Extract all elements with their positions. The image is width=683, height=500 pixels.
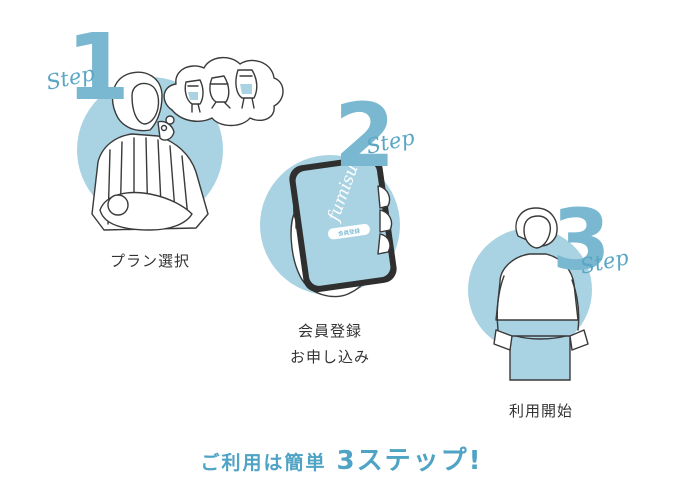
step2-number: 2 [334,84,396,187]
headline-emphasis: 3ステップ! [336,446,483,476]
headline-text: ご利用は簡単 [200,452,327,474]
thought-bubble [160,57,284,132]
step2-label: 会員登録 お申し込み [270,318,390,370]
phone-register-button [328,223,370,240]
headline: ご利用は簡単 3ステップ! [0,440,683,477]
woman-holding-baby-figure [91,71,209,231]
phone-register-button-label: 会員登録 [338,227,361,238]
step3-number: 3 [552,191,611,289]
step1-number: 1 [66,14,131,121]
step3-label: 利用開始 [486,398,596,424]
step1-label: プラン選択 [90,248,210,274]
step1-label-line: プラン選択 [109,252,190,270]
step3-label-line: 利用開始 [508,402,573,420]
step2-label-line-2: お申し込み [289,348,370,366]
step2-label-line-1: 会員登録 [297,322,362,340]
woman-opening-box [493,207,589,381]
